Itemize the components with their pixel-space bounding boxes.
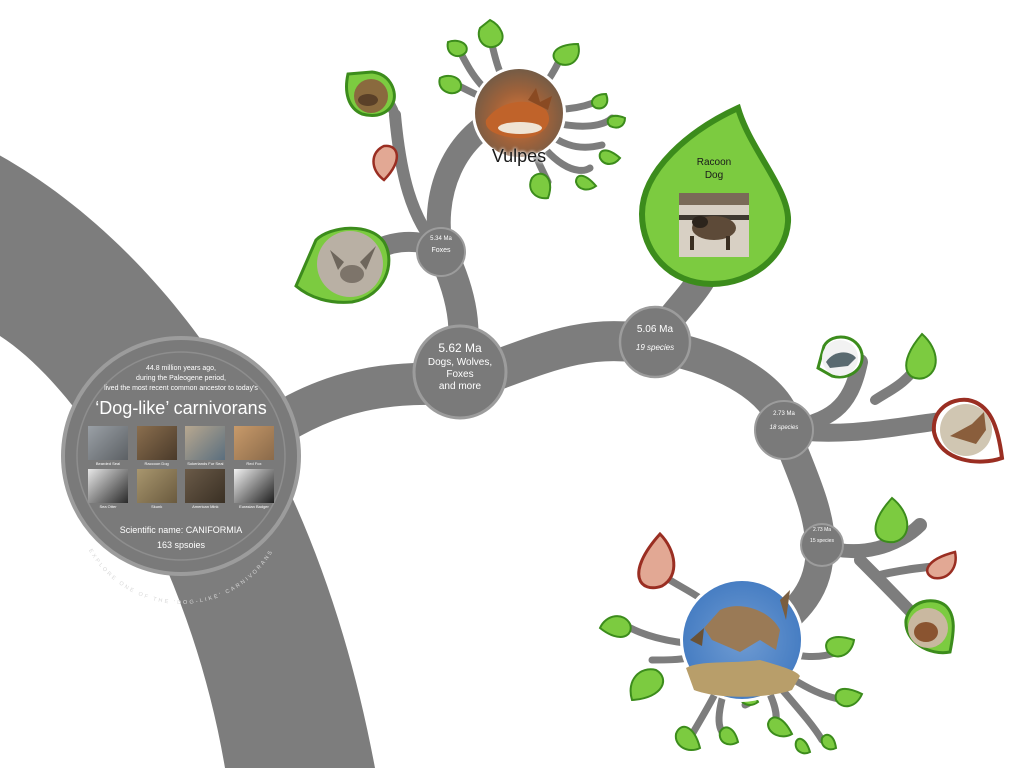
node-273b-text: 2.73 Ma 15 species [802,526,842,548]
root-node-title: ‘Dog-like’ carnivorans [95,398,267,418]
node-foxes-text: 5.34 Ma Foxes [418,233,464,257]
endangered-leaf-icons[interactable] [372,144,957,590]
node-main-text: 5.62 Ma Dogs, Wolves, Foxes and more [414,342,506,393]
node-273a-text: 2.73 Ma 18 species [757,409,811,438]
node-main-line3: and more [438,381,482,392]
node-273b-label: 15 species [810,538,834,544]
root-species-count: 163 spsoies [156,540,206,550]
photo-leaf-wolf[interactable] [904,599,955,655]
node-main-line2: Foxes [446,369,474,380]
intro-line-2: during the Paleogene period, [136,375,226,382]
genus-label-vulpes[interactable]: Vulpes [491,146,547,166]
thumb-skunk[interactable]: Skunk [136,469,177,509]
thumb-eurasian-badger[interactable]: Eurasian Badger [233,469,274,509]
racoon-dog-line2: Dog [704,170,724,181]
vulpes-photo[interactable] [472,66,566,160]
racoon-dog-line1: Racoon [696,157,732,168]
root-thumbnail-grid: Bearded Seal Raccoon Dog Sokerlands Fur … [88,426,274,509]
intro-line-3: lived the most recent common ancestor to… [104,385,258,392]
node-506-label: 19 species [635,343,675,352]
leaf-icons[interactable] [438,18,937,755]
photo-leaf-jackal[interactable] [931,397,1005,464]
root-node-intro: 44.8 million years ago, during the Paleo… [86,364,276,394]
node-506-text: 5.06 Ma 19 species [620,323,690,359]
racoon-dog-leaf[interactable] [638,103,792,288]
photo-leaf-armadillo-like[interactable] [345,70,396,117]
thumb-bearded-seal[interactable]: Bearded Seal [88,426,128,466]
node-273a-age: 2.73 Ma [773,411,795,417]
thumb-sea-otter[interactable]: Sea Otter [88,469,128,509]
node-foxes-age: 5.34 Ma [430,236,452,242]
node-main-line1: Dogs, Wolves, [427,357,493,368]
node-circles[interactable] [412,227,844,567]
racoon-dog-label: Racoon Dog [684,156,744,182]
root-scientific-name: Scientific name: CANIFORMIA [119,525,243,535]
node-foxes-label: Foxes [431,247,451,254]
node-main-age: 5.62 Ma [438,341,482,355]
thumb-red-fox[interactable]: Red Fox [233,426,274,466]
node-273b-age: 2.73 Ma [812,527,832,533]
node-506-age: 5.06 Ma [636,324,674,335]
coyote-photo[interactable] [680,578,804,702]
photo-leaf-bat-eared-fox[interactable] [294,226,391,304]
root-node-circle[interactable] [61,336,301,576]
thumb-american-mink[interactable]: American Mink [185,469,226,509]
thumb-fur-seal[interactable]: Sokerlands Fur Seal [185,426,226,466]
photo-leaf-mongoose[interactable] [816,335,864,379]
thumb-raccoon-dog[interactable]: Raccoon Dog [136,426,177,466]
intro-line-1: 44.8 million years ago, [145,365,217,372]
node-273a-label: 18 species [769,425,799,431]
